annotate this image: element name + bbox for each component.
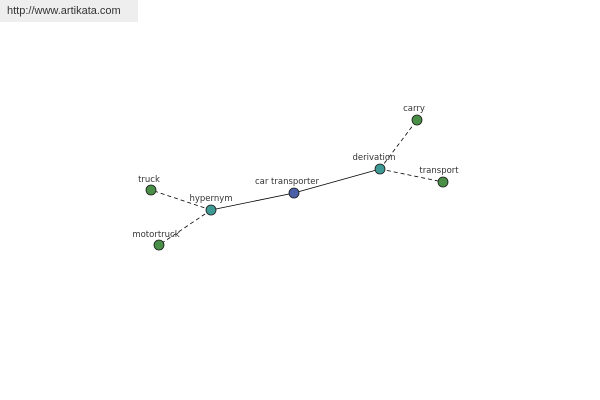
node-center[interactable] xyxy=(288,187,300,199)
node-motortruck[interactable] xyxy=(153,239,165,251)
site-url-link[interactable]: http://www.artikata.com xyxy=(7,5,121,17)
url-banner: http://www.artikata.com xyxy=(0,0,138,22)
node-label-truck: truck xyxy=(138,175,160,185)
node-carry[interactable] xyxy=(411,114,423,126)
node-label-center: car transporter xyxy=(255,177,320,187)
node-label-carry: carry xyxy=(403,104,425,114)
edge-center-hypernym xyxy=(210,192,295,211)
edge-hypernym-motortruck xyxy=(158,209,212,246)
node-label-transport: transport xyxy=(419,166,459,176)
edge-derivation-transport xyxy=(379,168,444,183)
edge-center-derivation xyxy=(293,168,381,194)
node-hypernym[interactable] xyxy=(205,204,217,216)
node-derivation[interactable] xyxy=(374,163,386,175)
node-truck[interactable] xyxy=(145,184,157,196)
node-label-motortruck: motortruck xyxy=(132,230,179,240)
edge-hypernym-truck xyxy=(150,189,212,211)
node-transport[interactable] xyxy=(437,176,449,188)
edge-derivation-carry xyxy=(379,119,418,170)
node-label-hypernym: hypernym xyxy=(189,194,232,204)
node-label-derivation: derivation xyxy=(352,153,395,163)
